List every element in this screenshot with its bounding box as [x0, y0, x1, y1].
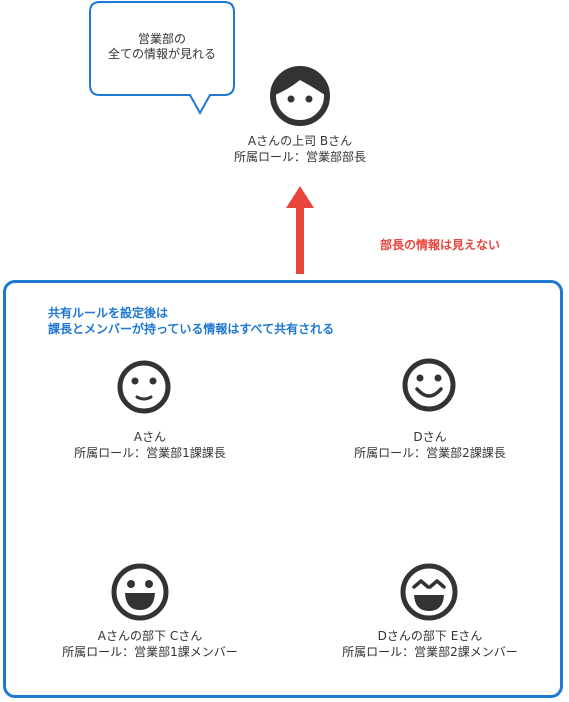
bubble-line-1: 営業部の: [137, 32, 186, 46]
person-a-caption: Aさん 所属ロール：営業部1課課長: [40, 429, 260, 461]
laughing-icon: [400, 563, 458, 621]
boss-role: 所属ロール：営業部部長: [233, 150, 366, 164]
person-d-caption: Dさん 所属ロール：営業部2課課長: [320, 429, 540, 461]
person-c-name: Aさんの部下 Cさん: [97, 629, 203, 643]
person-d-name: Dさん: [413, 430, 447, 444]
grin-icon: [111, 563, 169, 621]
person-c-caption: Aさんの部下 Cさん 所属ロール：営業部1課メンバー: [40, 628, 260, 660]
person-a-role: 所属ロール：営業部1課課長: [74, 446, 226, 460]
person-e-role: 所属ロール：営業部2課メンバー: [342, 645, 518, 659]
sharing-group-box: [3, 280, 563, 698]
group-title-line-1: 共有ルールを設定後は: [48, 306, 169, 320]
bubble-text: 営業部の 全ての情報が見れる: [92, 32, 232, 62]
boss-caption: Aさんの上司 Bさん 所属ロール：営業部部長: [200, 133, 400, 165]
person-c-role: 所属ロール：営業部1課メンバー: [62, 645, 238, 659]
group-title-line-2: 課長とメンバーが持っている情報はすべて共有される: [48, 322, 335, 336]
arrow-note: 部長の情報は見えない: [379, 238, 500, 252]
person-d-role: 所属ロール：営業部2課課長: [354, 446, 506, 460]
person-a-name: Aさん: [133, 430, 167, 444]
person-e-name: Dさんの部下 Eさん: [377, 629, 483, 643]
bubble-line-2: 全ての情報が見れる: [107, 47, 216, 61]
person-e-caption: Dさんの部下 Eさん 所属ロール：営業部2課メンバー: [320, 628, 540, 660]
boss-name: Aさんの上司 Bさん: [247, 134, 353, 148]
smile-icon: [402, 358, 456, 412]
slight-smile-icon: [117, 360, 171, 414]
group-title: 共有ルールを設定後は 課長とメンバーが持っている情報はすべて共有される: [48, 305, 334, 337]
up-arrow: [286, 186, 314, 274]
person-icon: [270, 66, 330, 126]
